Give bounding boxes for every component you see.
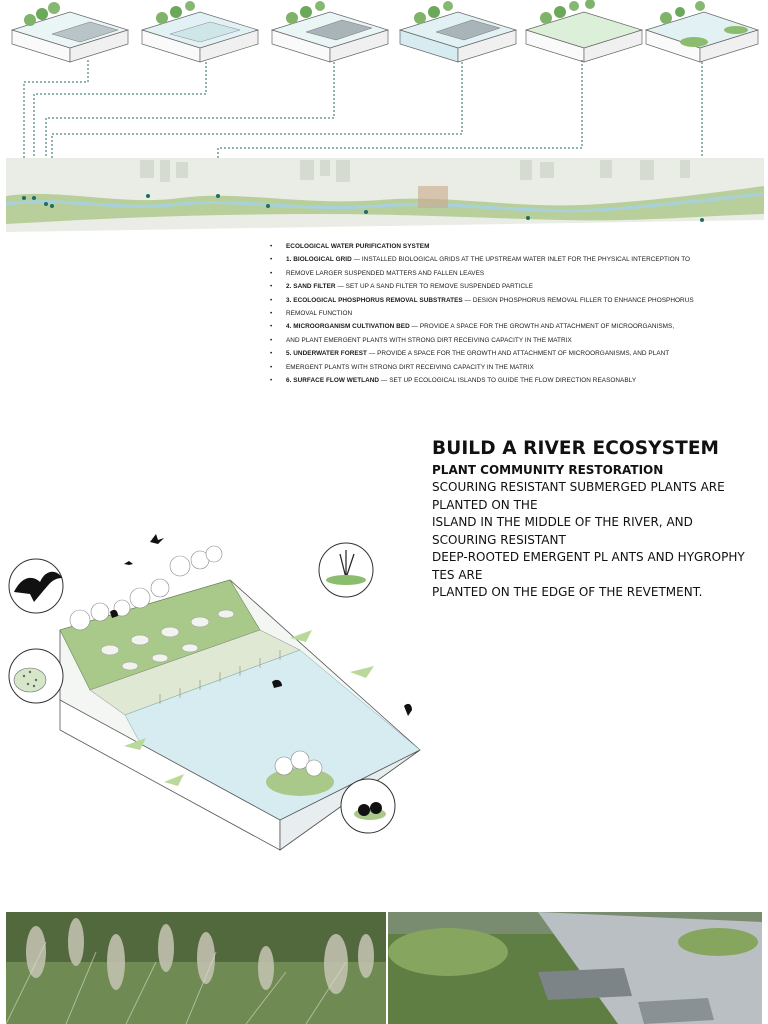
module-6-surface-flow-wetland <box>644 1 760 63</box>
list-item: •and plant emergent plants with strong d… <box>270 336 572 344</box>
ecosystem-description: SCOURING RESISTANT SUBMERGED PLANTS ARE … <box>432 479 752 602</box>
list-item: •emergent plants with strong dirt receiv… <box>270 363 534 371</box>
list-item: •2. Sand filter — set up a sand filter t… <box>270 283 534 291</box>
plant-photo-left <box>6 912 386 1024</box>
river-plan-strip <box>5 158 765 232</box>
stone-path-image <box>388 912 762 1024</box>
purification-list: •Ecological water purification system •1… <box>270 240 740 387</box>
ecosystem-text-block: BUILD A RIVER ECOSYSTEM PLANT COMMUNITY … <box>432 437 752 602</box>
module-4-microorganism-bed <box>398 1 518 63</box>
emergent-plant-icon <box>318 542 374 598</box>
module-3-phosphorus-removal <box>270 1 390 63</box>
plant-photo-right <box>388 912 762 1024</box>
river-island <box>266 768 334 796</box>
text-line: PLANTED ON THE EDGE OF THE REVETMENT. <box>432 585 703 599</box>
birds <box>110 534 412 716</box>
list-item: •4. Microorganism cultivation bed — prov… <box>270 323 675 331</box>
module-5-underwater-forest <box>524 0 644 63</box>
module-2-sand-filter <box>140 1 260 63</box>
list-item: •remove larger suspended matters and fal… <box>270 269 485 277</box>
list-item: •Ecological water purification system <box>270 243 430 250</box>
pampas-grass-image <box>6 912 386 1024</box>
text-line: PLANTED ON THE <box>432 497 538 512</box>
section-subtitle: PLANT COMMUNITY RESTORATION <box>432 463 664 477</box>
text-line: SCOURING RESISTANT <box>432 532 566 547</box>
list-item: •6. Surface flow wetland — set up ecolog… <box>270 377 637 385</box>
ecosystem-svg <box>8 534 421 851</box>
text-line: SCOURING RESISTANT SUBMERGED PLANTS ARE <box>432 480 725 494</box>
text-line: ISLAND IN THE MIDDLE OF THE RIVER, AND <box>432 515 693 529</box>
text-line: DEEP-ROOTED EMERGENT PL ANTS AND HYGROPH… <box>432 550 745 564</box>
bank-trees <box>69 545 323 777</box>
bird-icon <box>8 558 64 614</box>
list-item: •5. Underwater forest — provide a space … <box>270 350 670 358</box>
island-trees-icon <box>340 778 396 834</box>
list-item: •1. Biological grid — installed biologic… <box>270 256 691 264</box>
module-1-biological-grid <box>10 2 130 63</box>
flow-arrows <box>124 630 374 786</box>
page-title: BUILD A RIVER ECOSYSTEM <box>432 438 720 459</box>
river-ecosystem-diagram <box>0 520 430 860</box>
list-item: •removal function <box>270 310 353 318</box>
text-line: TES ARE <box>432 567 483 582</box>
list-item: •3. Ecological phosphorus removal substr… <box>270 296 694 304</box>
purification-modules-diagram <box>0 0 768 240</box>
modules-svg <box>5 0 765 232</box>
seed-dispersal-icon <box>8 648 64 704</box>
